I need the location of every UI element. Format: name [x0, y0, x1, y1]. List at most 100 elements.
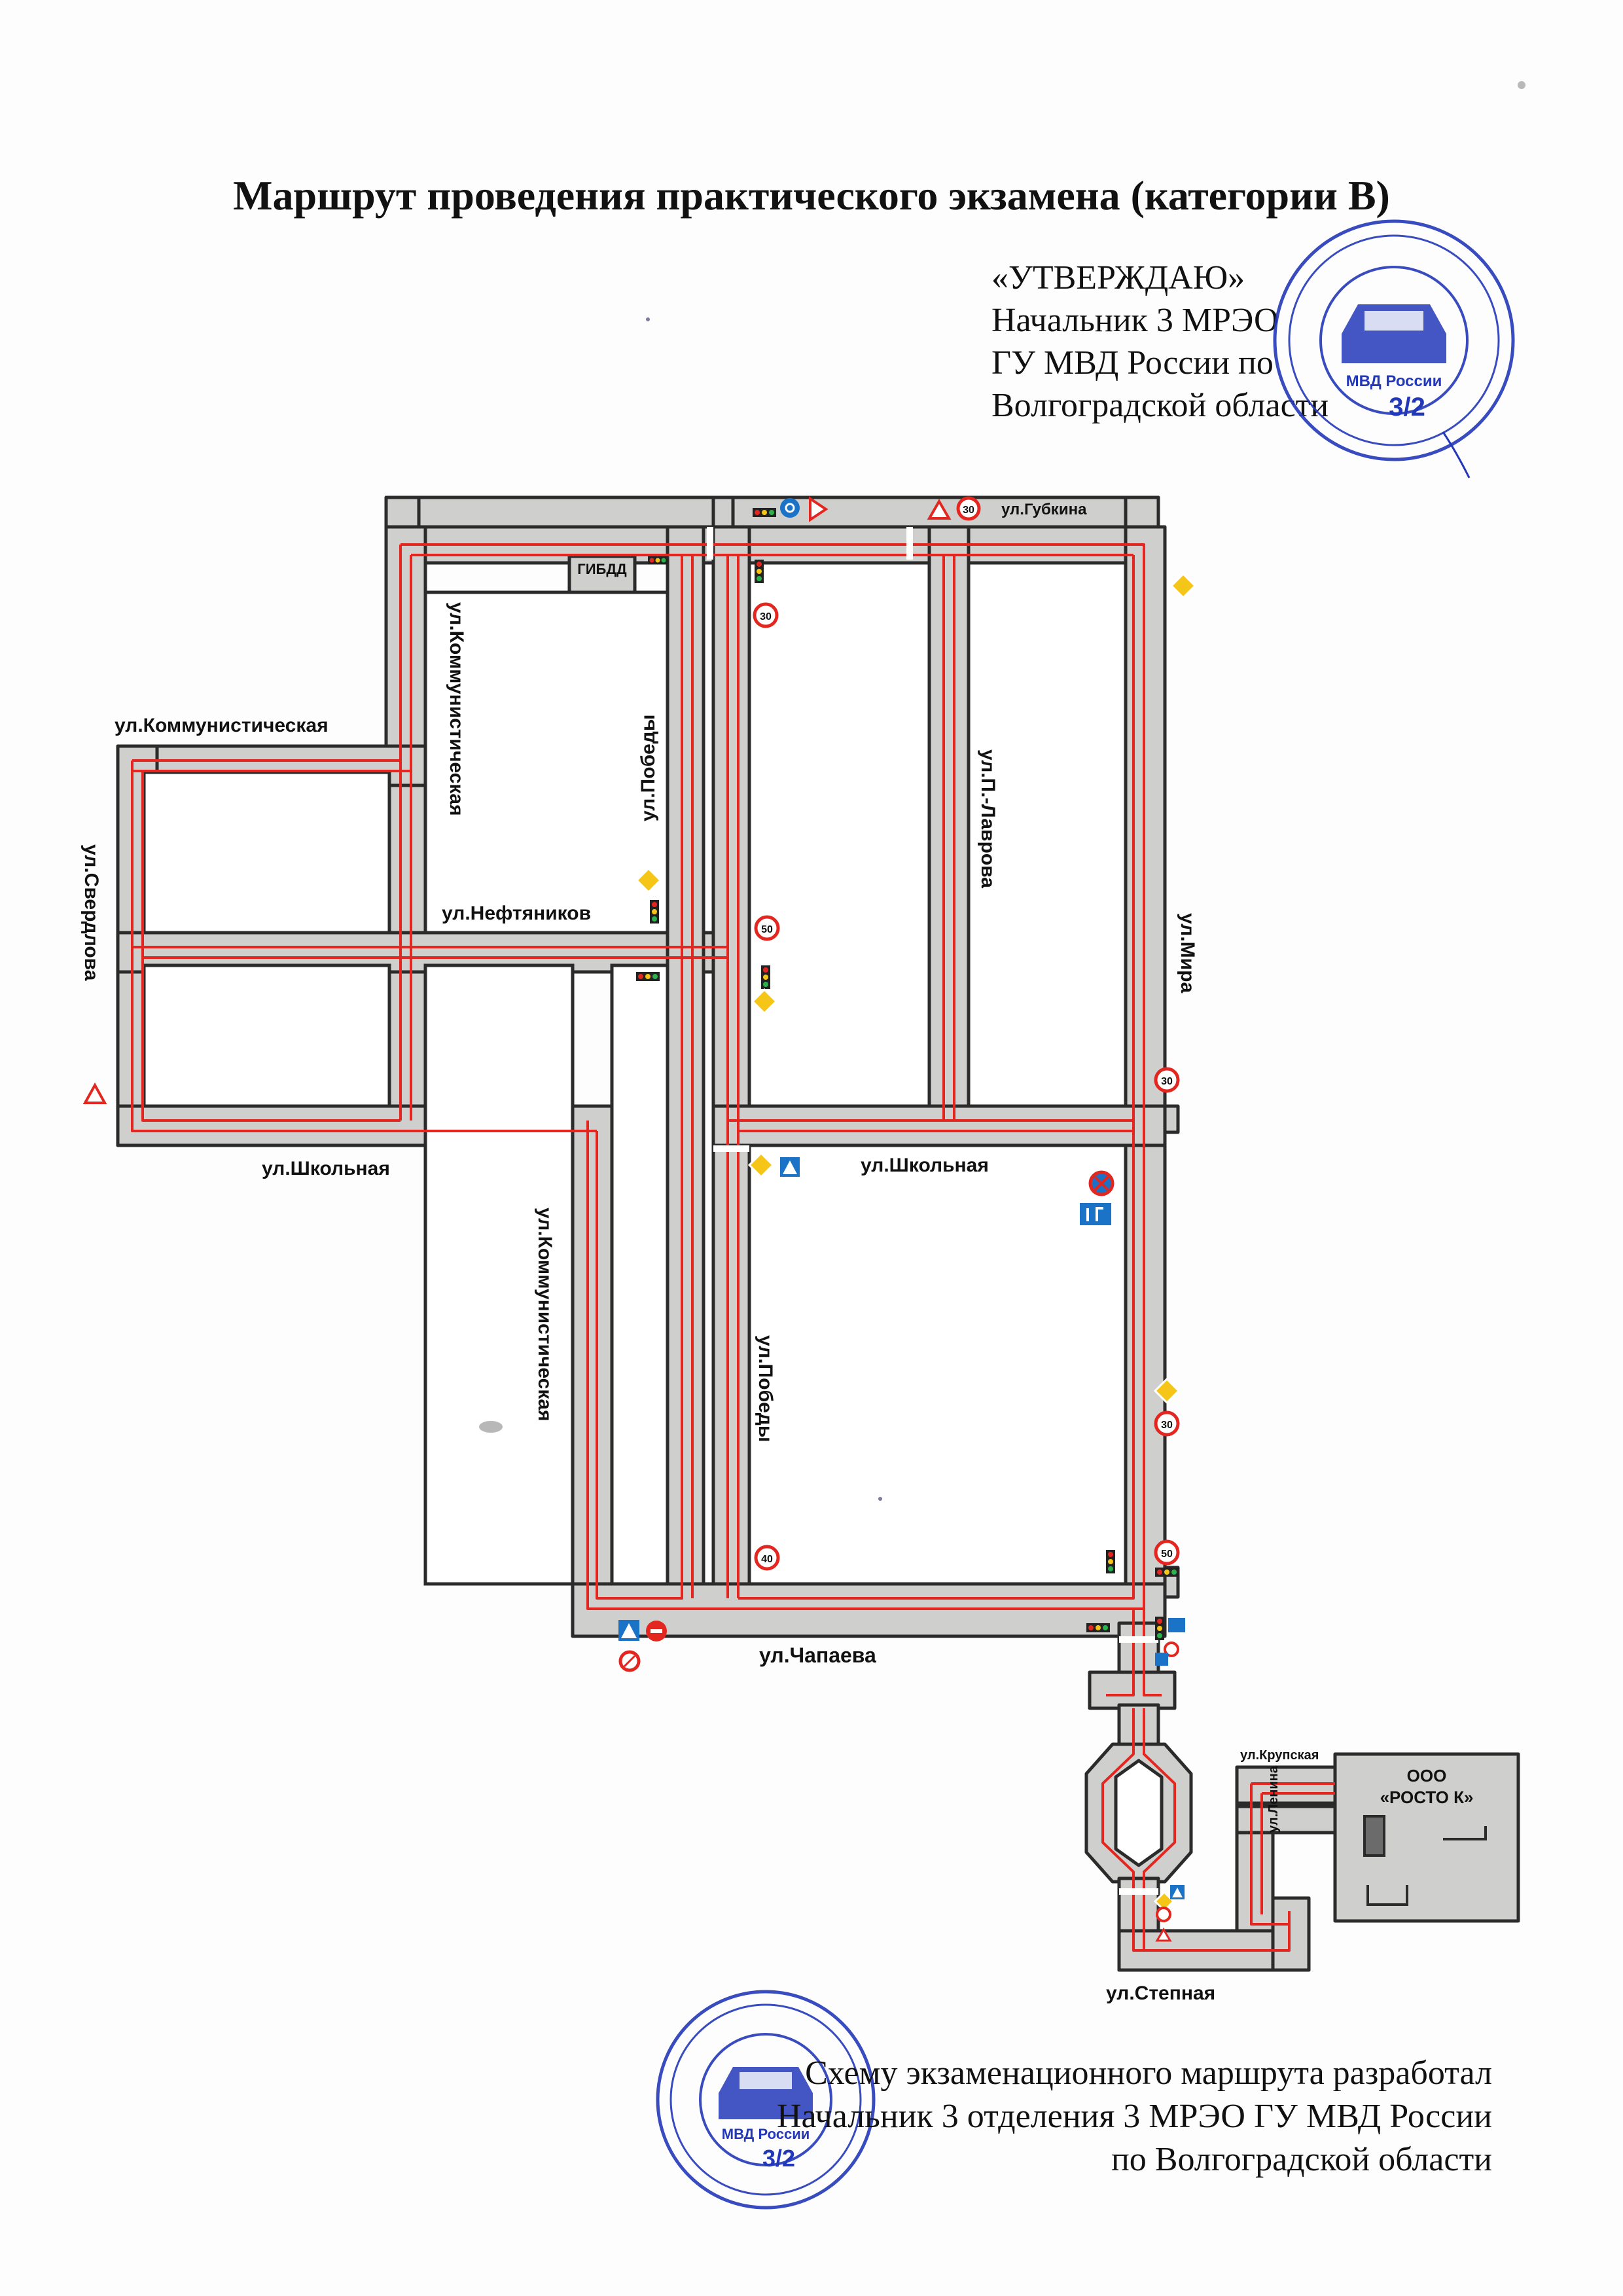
priority-road-icon	[635, 867, 662, 894]
author-line-1: Схему экзаменационного маршрута разработ…	[805, 2054, 1492, 2092]
other-signs	[82, 496, 1185, 1942]
rosto-label-2: «РОСТО К»	[1380, 1787, 1474, 1807]
road-pobedy-right	[711, 525, 751, 1625]
street-chapaeva: ул.Чапаева	[759, 1643, 876, 1667]
speed-limit-icon: 30	[753, 602, 779, 628]
traffic-light-icon	[1155, 1617, 1164, 1640]
warning-triangle-icon	[1155, 1928, 1172, 1942]
street-shkolnaya-west: ул.Школьная	[262, 1158, 390, 1179]
official-stamp-bottom: МВД России 3/2	[656, 1990, 876, 2210]
road-shkolnaya-east	[711, 1104, 1167, 1147]
svg-text:30: 30	[1161, 1076, 1173, 1087]
speed-limit-icon: 30	[956, 496, 981, 521]
approval-block: «УТВЕРЖДАЮ» Начальник 3 МРЭО ГУ МВД Росс…	[991, 257, 1329, 427]
approval-line-2: Начальник 3 МРЭО	[991, 302, 1279, 339]
traffic-light-icon	[1155, 1568, 1179, 1577]
street-mira: ул.Мира	[1177, 913, 1198, 993]
traffic-light-icon	[761, 965, 770, 989]
document-title: Маршрут проведения практического экзамен…	[233, 172, 1390, 219]
priority-road-icon	[1169, 572, 1197, 600]
svg-text:50: 50	[1161, 1549, 1173, 1560]
speed-limit-icon: 40	[754, 1545, 780, 1571]
official-stamp-top: МВД России 3/2	[1273, 219, 1515, 478]
city-blocks	[142, 561, 1128, 1586]
speed-limit-icon: 30	[1154, 1067, 1180, 1093]
rosto-label-1: ООО	[1407, 1766, 1447, 1785]
svg-text:30: 30	[1161, 1420, 1173, 1431]
priority-road-icon	[1153, 1377, 1181, 1405]
traffic-light-icon	[1106, 1550, 1115, 1573]
warning-triangle-icon	[82, 1082, 107, 1104]
yield-triangle-icon	[809, 496, 829, 522]
approval-line-3: ГУ МВД России по	[991, 344, 1274, 382]
speed-limit-icon	[1156, 1907, 1171, 1922]
street-kommunisticheskaya-lower: ул.Коммунистическая	[534, 1208, 556, 1422]
street-kommunisticheskaya-top: ул.Коммунистическая	[115, 715, 329, 736]
pedestrian-crossing-icon	[1170, 1885, 1185, 1899]
crosswalks	[707, 527, 1158, 1895]
lane-direction-icon	[1168, 1618, 1185, 1632]
speed-limit-icon: 50	[1154, 1539, 1180, 1566]
road-krupskaya	[1235, 1765, 1344, 1805]
roundabout-sign-icon	[780, 498, 800, 518]
gibdd-label: ГИБДД	[577, 561, 627, 577]
street-pobedy-upper: ул.Победы	[637, 715, 659, 821]
stamp-number: 3/2	[1389, 393, 1425, 422]
svg-text:50: 50	[761, 924, 773, 935]
pedestrian-crossing-icon	[1155, 1653, 1168, 1666]
street-p-lavrova: ул.П.-Лаврова	[977, 749, 999, 888]
traffic-light-icon	[648, 556, 668, 564]
street-neftyanikov: ул.Нефтяников	[442, 903, 591, 924]
scan-artifacts	[479, 81, 1525, 1501]
stamp-number: 3/2	[762, 2145, 795, 2172]
traffic-lights	[636, 508, 1179, 1640]
stamp-org-label: МВД России	[722, 2126, 810, 2142]
approval-line-1: «УТВЕРЖДАЮ»	[991, 259, 1245, 296]
street-stepnaya: ул.Степная	[1106, 1982, 1215, 2004]
street-lenina: ул.Ленина	[1266, 1765, 1281, 1833]
traffic-light-icon	[650, 900, 659, 924]
pedestrian-crossing-icon	[618, 1620, 639, 1641]
stop-sign-icon	[646, 1621, 667, 1641]
street-pobedy-lower: ул.Победы	[755, 1335, 776, 1442]
svg-text:40: 40	[761, 1554, 773, 1565]
traffic-light-icon	[755, 560, 764, 583]
street-kommunisticheskaya-vertical: ул.Коммунистическая	[446, 602, 467, 816]
speed-limit-signs: 30 30 50 30 30 40 50	[753, 496, 1180, 1571]
author-line-2: Начальник 3 отделения 3 МРЭО ГУ МВД Росс…	[776, 2098, 1492, 2135]
warning-triangle-icon	[927, 498, 952, 520]
traffic-light-icon	[636, 972, 660, 981]
approval-line-4: Волгоградской области	[991, 387, 1329, 424]
priority-road-icon	[751, 988, 778, 1015]
street-labels: ул.Губкина ул.Коммунистическая ул.Коммун…	[80, 501, 1319, 2004]
street-krupskaya: ул.Крупская	[1240, 1748, 1319, 1763]
stamp-org-label: МВД России	[1346, 372, 1442, 390]
svg-text:30: 30	[963, 505, 974, 516]
pedestrian-crossing-icon	[780, 1157, 800, 1177]
no-stopping-icon	[1088, 1170, 1115, 1196]
rosto-k-interior	[1363, 1815, 1487, 1906]
street-shkolnaya-east: ул.Школьная	[861, 1155, 989, 1176]
author-block: Схему экзаменационного маршрута разработ…	[777, 2052, 1492, 2181]
road-pobedy-left	[666, 525, 705, 1625]
traffic-light-icon	[753, 508, 776, 517]
speed-limit-icon: 50	[754, 915, 780, 941]
no-turn-icon	[618, 1650, 641, 1672]
speed-limit-icon: 30	[1154, 1410, 1180, 1437]
priority-road-signs	[635, 572, 1197, 1912]
street-gubkina: ул.Губкина	[1001, 501, 1087, 518]
author-line-3: по Волгоградской области	[1111, 2141, 1492, 2178]
road-south-connector	[1117, 1621, 1160, 1677]
road-p-lavrova	[927, 525, 971, 1138]
road-kommunisticheskaya-upper	[384, 525, 427, 1147]
svg-text:30: 30	[760, 611, 772, 622]
rosto-k-building	[1333, 1752, 1520, 1923]
road-kommunisticheskaya-lower	[571, 1104, 614, 1625]
street-sverdlova: ул.Свердлова	[80, 844, 102, 981]
lane-direction-icon	[1080, 1203, 1111, 1225]
traffic-light-icon	[1086, 1623, 1110, 1632]
priority-road-icon	[747, 1151, 775, 1179]
exam-route	[131, 543, 1335, 1952]
